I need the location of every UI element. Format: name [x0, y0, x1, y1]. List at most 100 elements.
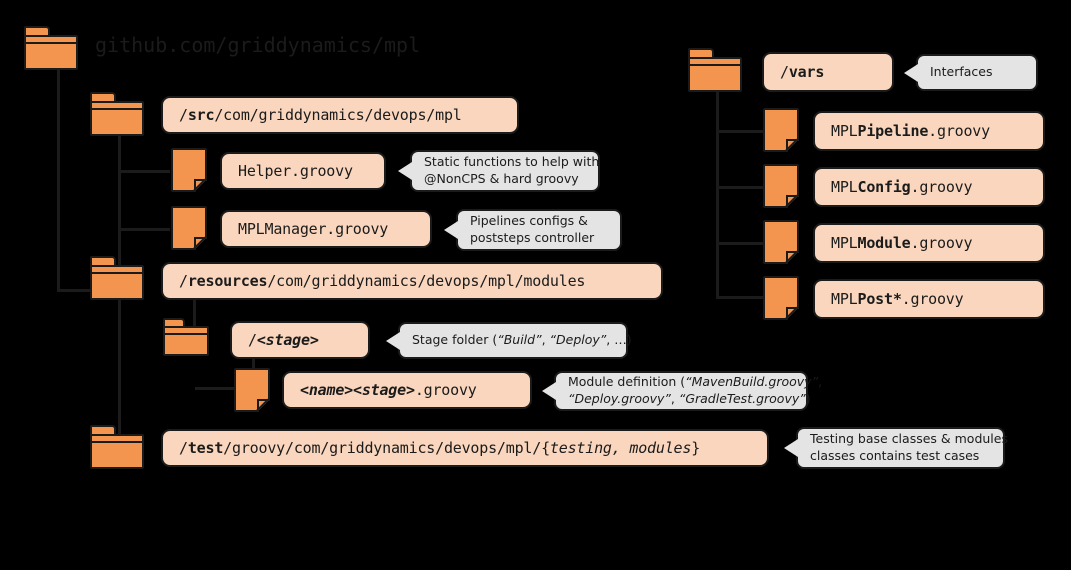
node-resources-label[interactable]: /resources/com/griddynamics/devops/mpl/m…: [161, 262, 663, 300]
callout-stage-sep: ,: [541, 332, 550, 348]
callout-module-line2-q2: “GradleTest.groovy”: [678, 391, 806, 406]
src-path-rest: /com/griddynamics/devops/mpl: [214, 106, 462, 124]
callout-test-line1: Testing base classes & modules: [810, 431, 1008, 447]
file-icon-mplmodule[interactable]: [763, 220, 799, 265]
callout-mplmanager: Pipelines configs & poststeps controller: [441, 209, 622, 251]
callout-tail: [784, 439, 798, 457]
file-icon-mplpipeline[interactable]: [763, 108, 799, 153]
callout-mplmanager-line1: Pipelines configs &: [470, 213, 588, 229]
mplpost-suffix: .groovy: [901, 290, 964, 308]
file-fold-bottom: [786, 195, 799, 197]
node-test-label[interactable]: /test/groovy/com/griddynamics/devops/mpl…: [161, 429, 769, 467]
folder-tab: [688, 48, 714, 57]
module-label-rest: .groovy: [414, 381, 477, 399]
mplconfig-prefix: MPL: [831, 178, 858, 196]
mplpipeline-prefix: MPL: [831, 122, 858, 140]
file-fold: [786, 195, 799, 208]
folder-icon-vars[interactable]: [688, 48, 742, 92]
file-icon-mplpost[interactable]: [763, 276, 799, 321]
folder-body: [688, 57, 742, 92]
folder-icon-resources[interactable]: [90, 256, 144, 300]
mplpipeline-suffix: .groovy: [928, 122, 990, 140]
callout-stage-q1: “Build”: [497, 332, 542, 348]
file-fold: [786, 307, 799, 320]
connector-src-trunk: [118, 136, 121, 316]
connector-trunk-to-test: [118, 300, 121, 448]
callout-module-line2-q1: “Deploy.groovy”: [568, 391, 671, 406]
file-fold-edge: [194, 237, 196, 250]
folder-icon-stage[interactable]: [163, 318, 209, 356]
connector-resources-trunk: [193, 298, 196, 346]
connector-vars-trunk: [716, 92, 719, 298]
file-icon-mplconfig[interactable]: [763, 164, 799, 209]
connector-src-to-helper: [118, 170, 170, 173]
folder-body: [90, 101, 144, 136]
callout-tail: [386, 331, 400, 350]
callout-module-line2-sep: ,: [670, 391, 679, 406]
file-icon-module[interactable]: [234, 368, 270, 413]
node-vars-label[interactable]: /vars: [762, 52, 894, 92]
callout-module-line2-post: ): [805, 391, 811, 406]
file-icon-mplmanager[interactable]: [171, 206, 207, 251]
callout-vars-text: Interfaces: [930, 64, 993, 80]
folder-body: [90, 265, 144, 300]
node-module-file-label[interactable]: <name><stage>.groovy: [282, 371, 532, 409]
callout-tail: [398, 162, 412, 180]
resources-path-bold: resources: [187, 272, 268, 290]
vars-path-bold: vars: [788, 63, 825, 81]
file-fold: [194, 179, 207, 192]
file-fold-edge: [786, 195, 788, 208]
folder-body: [24, 35, 78, 70]
file-fold-edge: [786, 307, 788, 320]
file-fold-bottom: [786, 251, 799, 253]
callout-stage-pre: Stage folder (: [412, 332, 498, 348]
src-path-bold: src: [187, 106, 215, 124]
callout-module-line2: “Deploy.groovy”, “GradleTest.groovy”): [568, 391, 811, 408]
callout-stage-text: Stage folder (“Build”, “Deploy”, …): [412, 332, 632, 349]
folder-icon-test[interactable]: [90, 425, 144, 469]
callout-tail: [904, 63, 918, 82]
node-mplmanager-label[interactable]: MPLManager.groovy: [220, 210, 432, 248]
resources-path-rest: /com/griddynamics/devops/mpl/modules: [267, 272, 586, 290]
file-fold: [786, 139, 799, 152]
callout-mplmanager-line2: poststeps controller: [470, 230, 595, 245]
node-src-label[interactable]: /src/com/griddynamics/devops/mpl: [161, 96, 519, 134]
callout-module-line1-post: ,: [818, 374, 823, 390]
file-fold-edge: [257, 399, 259, 412]
vars-path-prefix: /: [780, 63, 789, 81]
test-path-bold: test: [187, 439, 224, 457]
mplconfig-suffix: .groovy: [910, 178, 973, 196]
folder-tab: [90, 256, 116, 265]
connector-stage-to-module: [195, 387, 235, 390]
node-helper-label[interactable]: Helper.groovy: [220, 152, 386, 190]
connector-root-to-resources: [57, 289, 93, 292]
callout-helper: Static functions to help with @NonCPS & …: [395, 150, 600, 192]
module-label-italic: <name><stage>: [300, 381, 415, 399]
callout-tail: [444, 221, 458, 239]
file-fold-edge: [786, 251, 788, 264]
node-stage-label[interactable]: /<stage>: [230, 321, 370, 359]
callout-stage-q2: “Deploy”: [549, 332, 607, 348]
test-path-prefix: /: [179, 439, 188, 457]
callout-test: Testing base classes & modules classes c…: [781, 427, 1008, 469]
callout-stage: Stage folder (“Build”, “Deploy”, …): [383, 322, 632, 359]
test-path-rest: /groovy/com/griddynamics/devops/mpl/{: [223, 439, 550, 457]
file-fold-edge: [786, 139, 788, 152]
file-fold-bottom: [194, 179, 207, 181]
file-fold-bottom: [194, 237, 207, 239]
folder-body: [163, 326, 209, 356]
folder-icon-src[interactable]: [90, 92, 144, 136]
callout-test-line2: classes contains test cases: [810, 448, 980, 463]
test-path-end: }: [691, 439, 701, 457]
mplpipeline-bold: Pipeline: [857, 122, 929, 140]
stage-path-italic: <stage>: [256, 331, 319, 349]
mplconfig-bold: Config: [857, 178, 911, 196]
callout-helper-line1: Static functions to help with: [424, 154, 600, 170]
file-icon-helper[interactable]: [171, 148, 207, 193]
file-fold: [194, 237, 207, 250]
